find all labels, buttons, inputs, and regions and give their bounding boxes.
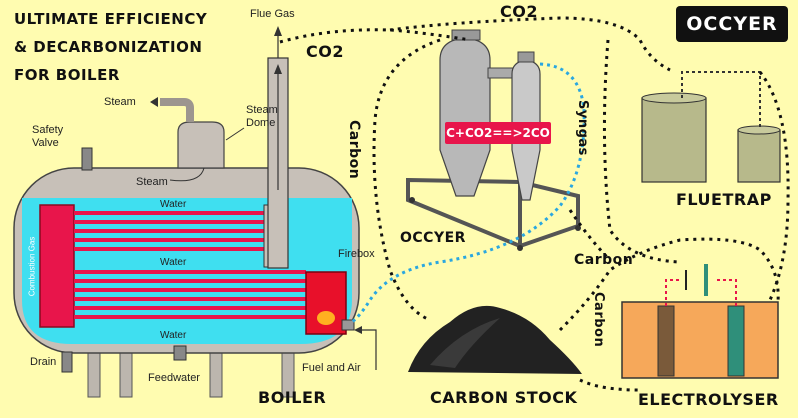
carbon-vertical-label: Carbon — [346, 120, 362, 180]
carbon-flow-line — [372, 38, 780, 392]
carbon-stock-caption: CARBON STOCK — [430, 388, 578, 407]
flue-gas-arrow-icon — [274, 26, 282, 36]
occyer-caption: OCCYER — [400, 230, 466, 246]
flue-arrow-icon — [274, 64, 282, 74]
title-line-3: FOR BOILER — [14, 66, 120, 84]
syngas-flow-line — [351, 62, 586, 324]
co2-top-label: CO2 — [500, 2, 538, 21]
steam-arrow-icon — [150, 97, 158, 107]
drain-valve-icon — [61, 351, 73, 373]
drain-label: Drain — [30, 356, 57, 368]
reaction-equation: C+CO2==>2CO — [445, 122, 551, 144]
fire-tubes — [74, 211, 306, 319]
fuel-and-air-label: Fuel and Air — [302, 362, 361, 374]
boiler-caption: BOILER — [258, 388, 327, 407]
steam-pipe — [160, 98, 194, 122]
safety-valve-icon — [81, 147, 93, 171]
feedwater-valve-icon — [173, 345, 187, 361]
syngas-label: Syngas — [575, 100, 590, 156]
brand-badge: OCCYER — [676, 6, 788, 42]
combustion-chamber — [39, 204, 75, 328]
title-line-2: & DECARBONIZATION — [14, 38, 203, 56]
firebox-label: Firebox — [338, 248, 375, 260]
fluetrap-tanks — [641, 71, 781, 183]
steam-label: Steam — [104, 96, 136, 108]
carbon-lower-label: Carbon — [591, 292, 606, 348]
steam-inner-label: Steam — [136, 176, 168, 188]
steam-dome — [177, 121, 225, 169]
electrolyser-caption: ELECTROLYSER — [638, 390, 779, 409]
fluetrap-caption: FLUETRAP — [676, 190, 772, 209]
electrolyser — [621, 264, 779, 379]
water-label-3: Water — [160, 330, 187, 341]
safety-valve-label: Safety Valve — [32, 124, 64, 149]
co2-flow-line — [279, 16, 790, 301]
combustion-gas-label: Combustion Gas — [27, 236, 37, 297]
water-label-1: Water — [160, 199, 187, 210]
feedwater-label: Feedwater — [148, 372, 200, 384]
co2-left-label: CO2 — [306, 42, 344, 61]
water-label-2: Water — [160, 257, 187, 268]
flue-gas-label: Flue Gas — [250, 8, 295, 20]
steam-dome-label: Steam Dome — [246, 104, 278, 129]
fuel-inlet — [341, 319, 355, 331]
boiler-legs — [87, 344, 295, 398]
carbon-right-label: Carbon — [574, 252, 634, 268]
title-line-1: ULTIMATE EFFICIENCY — [14, 10, 208, 28]
